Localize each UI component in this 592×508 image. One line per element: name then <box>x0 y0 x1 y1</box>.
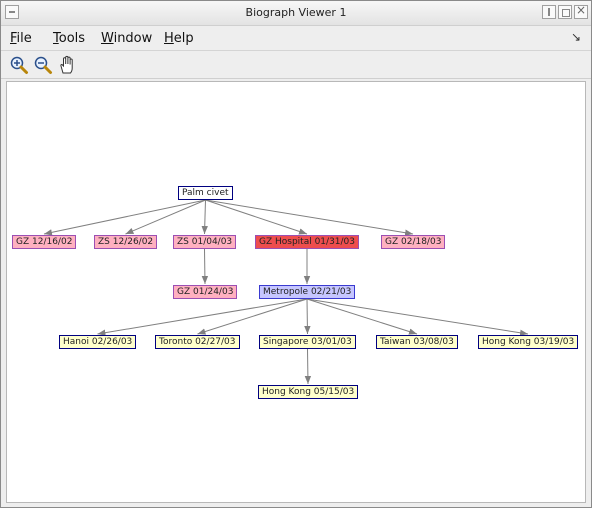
menu-file-mnemonic: F <box>10 31 17 46</box>
window-title: Biograph Viewer 1 <box>245 6 347 19</box>
graph-node[interactable]: Metropole 02/21/03 <box>259 285 356 299</box>
graph-edge <box>201 248 209 285</box>
graph-edge <box>306 298 529 336</box>
menu-help-mnemonic: H <box>164 31 174 46</box>
graph-node[interactable]: GZ 02/18/03 <box>381 235 446 249</box>
graph-node[interactable]: Palm civet <box>178 186 233 200</box>
graph-edges <box>43 199 529 385</box>
graph-edge <box>306 298 418 335</box>
graph-node[interactable]: Toronto 02/27/03 <box>155 335 240 349</box>
graph-node[interactable]: Hong Kong 03/19/03 <box>478 335 579 349</box>
menu-file[interactable]: File <box>10 31 32 46</box>
dock-arrow-icon[interactable]: ↘ <box>571 30 582 44</box>
menu-tools[interactable]: Tools <box>53 31 85 46</box>
graph-edge <box>125 199 206 235</box>
menu-window[interactable]: Window <box>101 31 152 46</box>
menu-help[interactable]: Help <box>164 31 194 46</box>
graph-edge <box>43 199 206 236</box>
graph-edge <box>197 298 308 335</box>
window-menu-button[interactable] <box>5 5 19 19</box>
zoom-in-icon <box>10 56 28 74</box>
zoom-in-button[interactable] <box>9 55 29 75</box>
menu-tools-mnemonic: T <box>53 31 59 46</box>
graph-edge <box>205 199 308 235</box>
menu-help-label: elp <box>173 31 194 46</box>
menu-window-mnemonic: W <box>101 31 114 46</box>
graph-edge <box>97 298 308 336</box>
toolbar <box>1 51 591 79</box>
graph-edge <box>205 199 414 236</box>
title-bar[interactable]: Biograph Viewer 1 <box>1 1 591 26</box>
graph-node[interactable]: Singapore 03/01/03 <box>259 335 356 349</box>
zoom-out-icon <box>34 56 52 74</box>
graph-node[interactable]: GZ 01/24/03 <box>173 285 238 299</box>
menu-file-label: ile <box>16 31 32 46</box>
menu-bar: File Tools Window Help ↘ <box>1 26 591 51</box>
graph-node[interactable]: GZ Hospital 01/31/03 <box>255 235 360 249</box>
graph-node[interactable]: Taiwan 03/08/03 <box>376 335 458 349</box>
menu-window-label: indow <box>113 31 153 46</box>
hand-pan-icon <box>60 55 73 74</box>
graph-node[interactable]: Hong Kong 05/15/03 <box>258 385 359 399</box>
maximize-button[interactable] <box>558 5 572 19</box>
graph-edge <box>304 298 311 335</box>
pan-button[interactable] <box>57 55 77 75</box>
graph-node[interactable]: GZ 12/16/02 <box>12 235 77 249</box>
graph-canvas[interactable]: Palm civet GZ 12/16/02 ZS 12/26/02 ZS 01/04… <box>6 81 586 503</box>
graph-edge <box>304 348 312 385</box>
graph-node[interactable]: Hanoi 02/26/03 <box>59 335 137 349</box>
graph-node[interactable]: ZS 01/04/03 <box>173 235 237 249</box>
graph-edge <box>201 199 208 235</box>
minimize-button[interactable] <box>542 5 556 19</box>
graph-node[interactable]: ZS 12/26/02 <box>94 235 158 249</box>
menu-tools-label: ools <box>58 31 86 46</box>
close-button[interactable] <box>574 3 588 19</box>
zoom-out-button[interactable] <box>33 55 53 75</box>
